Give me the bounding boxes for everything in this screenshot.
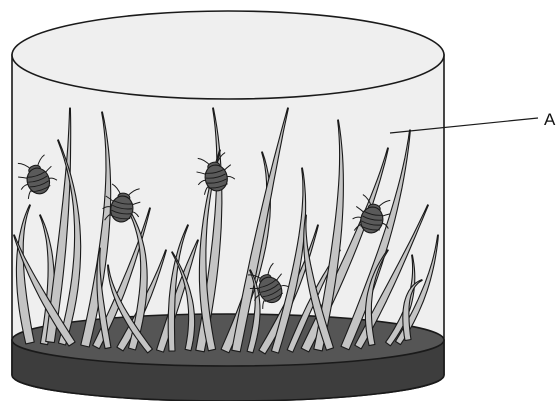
container-top-rim: [12, 11, 444, 99]
callout-label-A: A: [544, 110, 555, 130]
